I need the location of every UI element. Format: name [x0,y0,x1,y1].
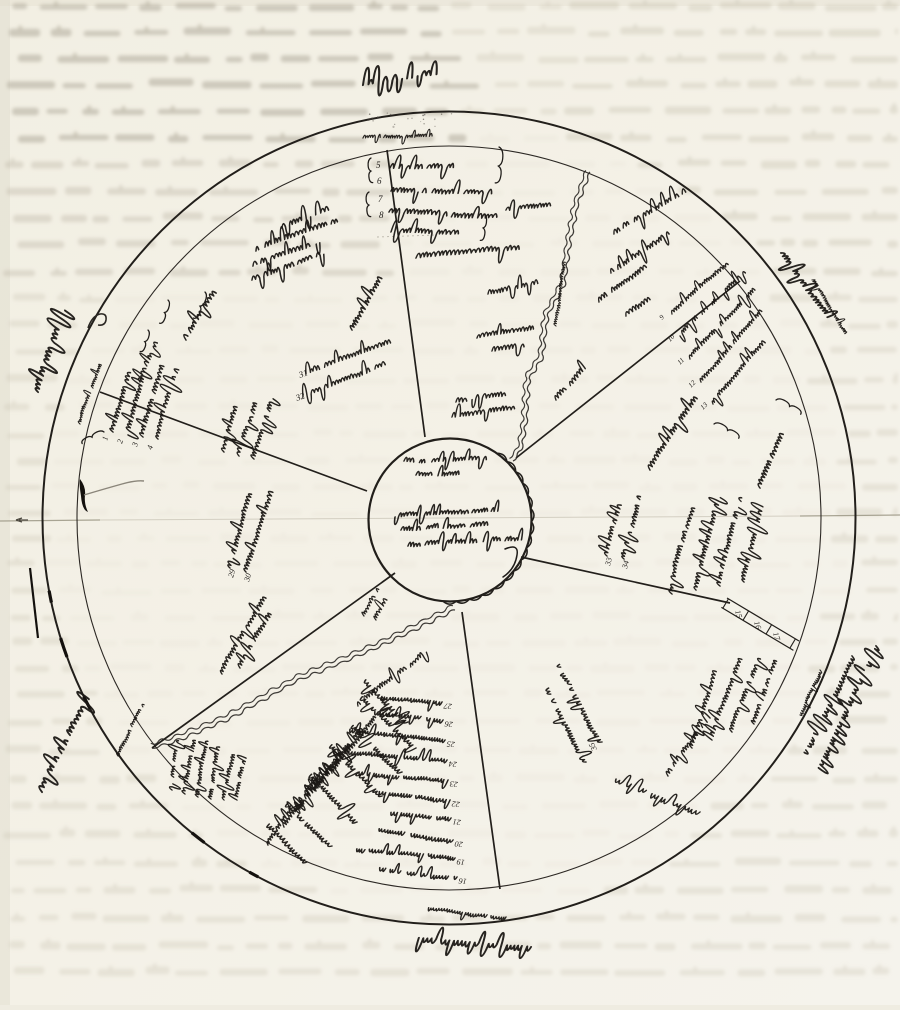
svg-text:32: 32 [293,390,306,403]
svg-text:5: 5 [376,160,381,170]
svg-text:16: 16 [458,876,467,886]
svg-text:13: 13 [699,400,710,411]
svg-text:22: 22 [451,799,460,809]
svg-text:16: 16 [752,620,763,630]
svg-text:23: 23 [449,779,458,789]
svg-text:31: 31 [296,367,309,380]
svg-text:33: 33 [603,557,614,568]
svg-text:12: 12 [687,378,698,389]
svg-text:1: 1 [100,435,110,441]
svg-text:34: 34 [620,560,631,571]
svg-text:3: 3 [130,441,140,448]
svg-text:6: 6 [377,176,382,186]
svg-text:35: 35 [587,741,599,753]
svg-text:8: 8 [379,210,384,220]
svg-text:27: 27 [442,701,452,711]
svg-text:2: 2 [115,438,125,444]
svg-text:20: 20 [454,839,463,849]
svg-text:19: 19 [456,857,465,867]
svg-text:17: 17 [771,631,782,642]
svg-text:7: 7 [378,194,383,204]
svg-text:9: 9 [658,313,666,321]
svg-text:24: 24 [448,759,457,769]
svg-text:21: 21 [452,817,461,827]
svg-text:4: 4 [145,444,155,450]
svg-text:25: 25 [446,739,455,749]
svg-text:29: 29 [226,568,237,578]
svg-text:30: 30 [242,572,253,583]
svg-text:26: 26 [444,719,453,729]
svg-text:11: 11 [676,356,686,366]
svg-text:15: 15 [733,609,744,619]
svg-text:10: 10 [666,332,677,343]
